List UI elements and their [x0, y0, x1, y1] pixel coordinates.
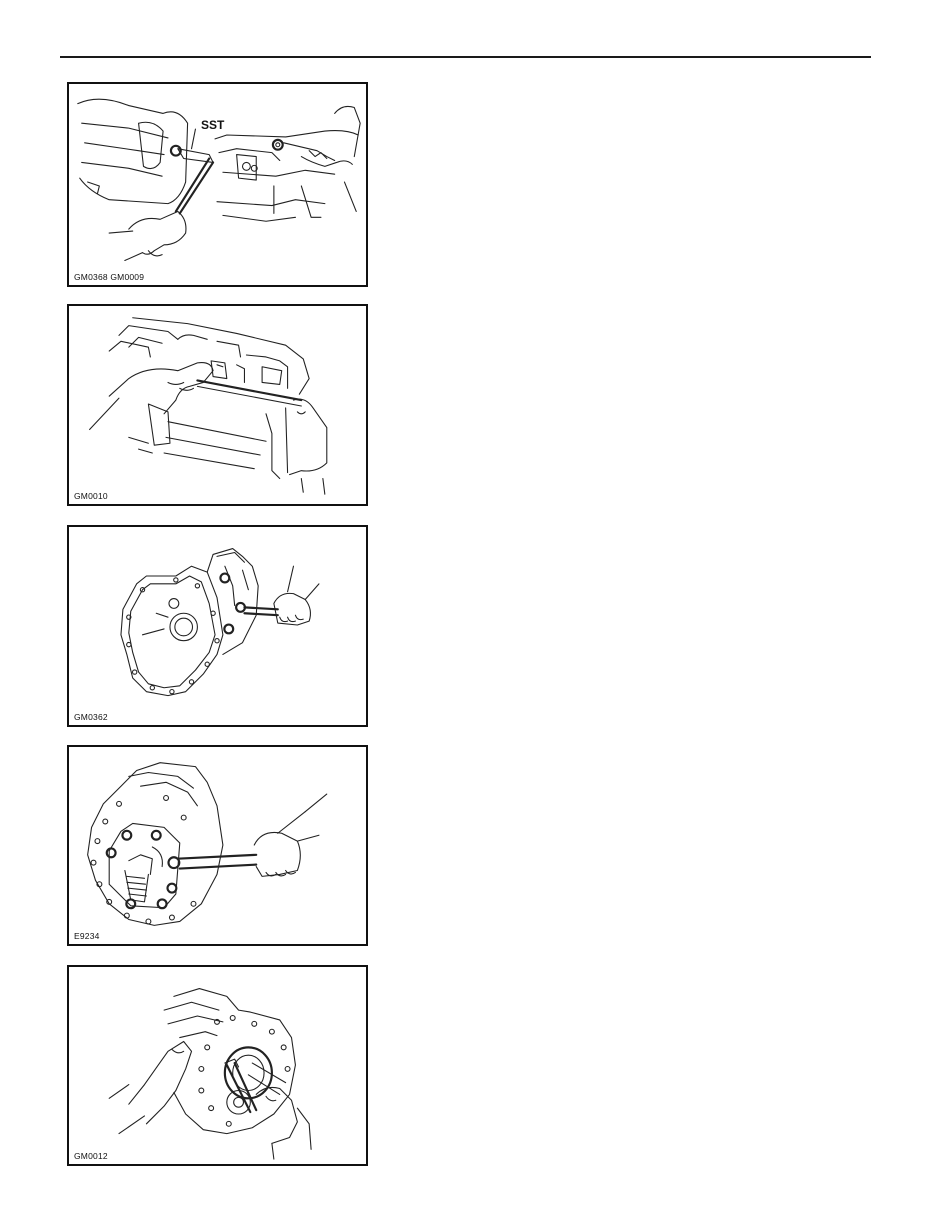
figure-code: E9234 [74, 931, 100, 941]
illustration-clutch-housing-bolts [120, 548, 320, 697]
figure-code: GM0368 GM0009 [74, 272, 145, 282]
illustration-case-rod [89, 317, 328, 495]
text-column [385, 82, 871, 1166]
figure-1: SST GM0368 GM0009 [67, 82, 368, 287]
illustration-snap-ring-removal [108, 988, 312, 1160]
header-rule [60, 56, 871, 58]
figure-3: GM0362 [67, 525, 368, 727]
figure-code: GM0362 [74, 712, 108, 722]
callout-sst: SST [201, 118, 225, 132]
illustration-sst-wrench [77, 98, 361, 262]
figure-5: GM0012 [67, 965, 368, 1166]
illustration-retainer-bolts [87, 762, 328, 926]
figure-code: GM0010 [74, 491, 108, 501]
figure-2: GM0010 [67, 304, 368, 506]
figure-4: E9234 [67, 745, 368, 946]
figure-code: GM0012 [74, 1151, 108, 1161]
